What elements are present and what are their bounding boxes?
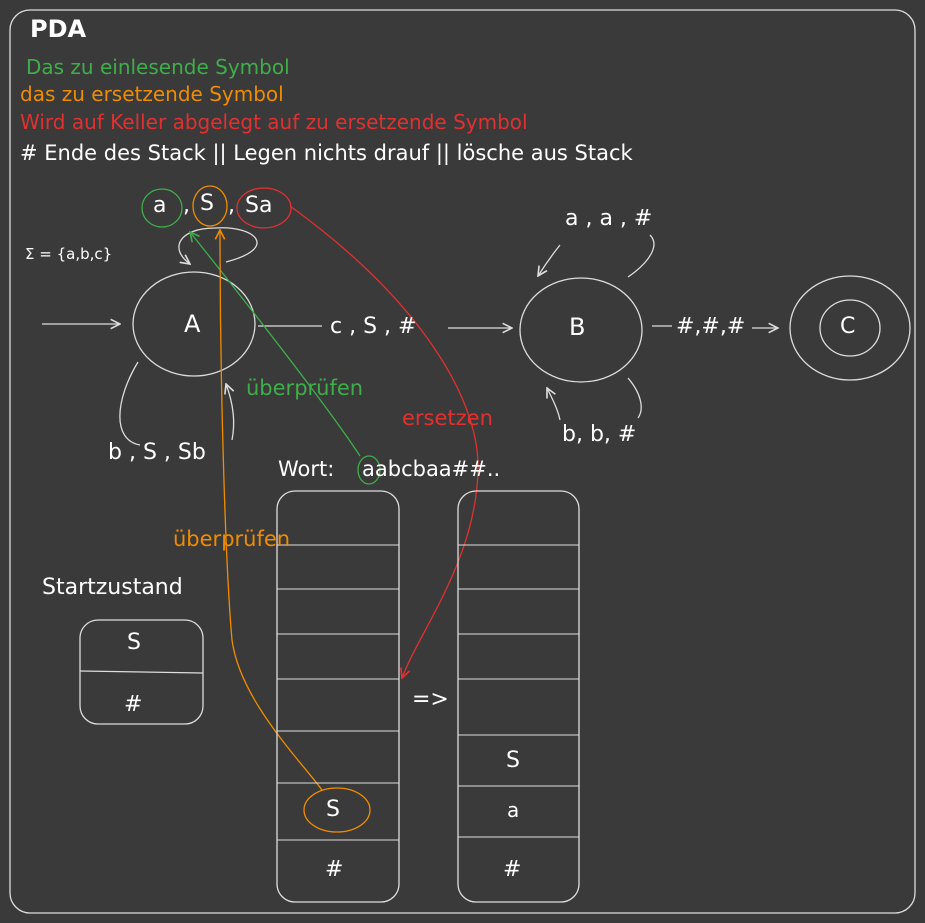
state-a-label: A <box>184 310 201 338</box>
stack-after-top: S <box>506 748 520 773</box>
a-loop-replace: S <box>200 191 214 216</box>
a-loop-bottom-label: b , S , Sb <box>108 440 206 465</box>
a-loop-read: a <box>153 193 167 218</box>
stack-after-dividers <box>458 544 579 838</box>
stack-after-bottom: # <box>503 857 522 882</box>
start-stack-divider <box>79 670 204 674</box>
check-read-arrow <box>190 232 361 457</box>
outer-frame <box>9 9 916 914</box>
legend-hash-meaning: # Ende des Stack || Legen nichts drauf |… <box>20 141 633 165</box>
start-stack-box <box>79 619 204 725</box>
word-label: Wort: <box>278 457 335 481</box>
start-stack-bottom: # <box>124 692 143 717</box>
word-first-symbol-highlight <box>357 455 381 485</box>
start-stack-top: S <box>127 630 141 655</box>
replace-label: ersetzen <box>402 406 493 430</box>
a-loop-bottom-arrow <box>226 384 235 441</box>
b-loop-top-label: a , a , # <box>565 206 653 231</box>
start-state-title: Startzustand <box>42 575 183 600</box>
state-c-outer-circle <box>789 275 911 381</box>
b-loop-top-curve <box>627 234 655 278</box>
b-loop-bottom-arrow <box>547 388 561 421</box>
state-a-circle <box>132 271 256 377</box>
check-replace-label: überprüfen <box>173 527 291 551</box>
a-loop-bottom-curve <box>119 361 141 446</box>
b-loop-bottom-curve <box>627 377 642 419</box>
a-loop-sep-1: , <box>183 193 190 218</box>
stack-before-box <box>276 490 400 903</box>
stack-after-middle: a <box>507 798 520 822</box>
legend-push-symbol: Wird auf Keller abgelegt auf zu ersetzen… <box>20 110 528 134</box>
b-loop-top-arrow <box>538 244 561 276</box>
a-loop-push: Sa <box>245 193 273 218</box>
legend-read-symbol: Das zu einlesende Symbol <box>26 55 290 79</box>
replace-push-arrow <box>289 205 479 678</box>
read-symbol-highlight <box>141 188 183 228</box>
word-value: aabcbaa##.. <box>362 457 501 481</box>
b-to-c-label: #,#,# <box>676 314 746 339</box>
state-b-circle <box>519 277 643 383</box>
stack-before-dividers <box>277 544 399 841</box>
b-loop-bottom-label: b, b, # <box>562 422 637 447</box>
state-c-label: C <box>840 314 856 339</box>
stack-after-box <box>457 490 580 903</box>
state-c-inner-circle <box>819 299 881 357</box>
alphabet-label: Σ = {a,b,c} <box>25 245 113 263</box>
diagram-title: PDA <box>30 15 87 43</box>
a-loop-sep-2: , <box>228 193 235 218</box>
check-read-label: überprüfen <box>246 376 364 400</box>
replace-symbol-highlight <box>192 185 228 227</box>
a-loop-top-arrow <box>178 227 258 264</box>
check-replace-arrow <box>220 230 323 791</box>
state-b-label: B <box>569 313 586 341</box>
stack-top-highlight <box>303 787 371 833</box>
transition-arrow-label: => <box>412 687 449 712</box>
stack-before-bottom: # <box>325 857 344 882</box>
a-to-b-label: c , S , # <box>330 314 417 339</box>
push-symbol-highlight <box>236 187 292 229</box>
stack-before-top: S <box>326 797 340 822</box>
legend-replace-symbol: das zu ersetzende Symbol <box>20 82 284 106</box>
